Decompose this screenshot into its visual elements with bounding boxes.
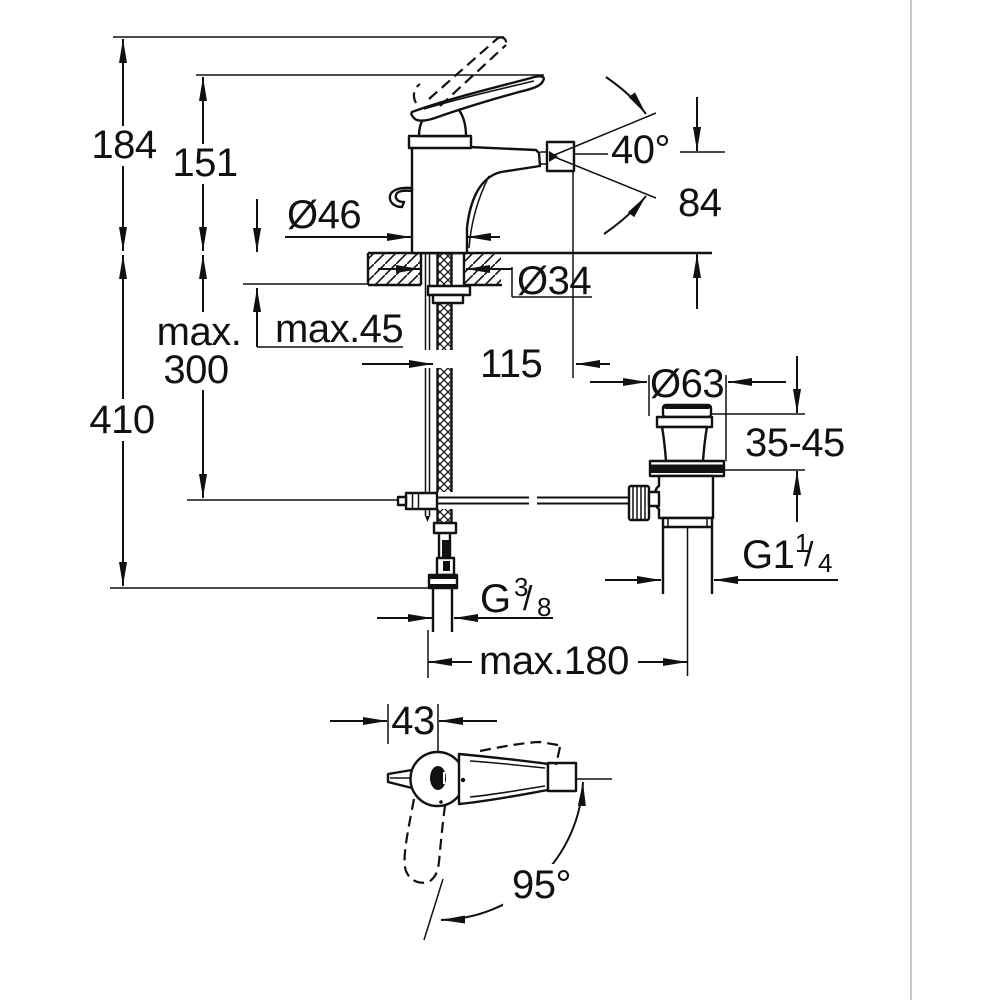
label-waste-flange-diameter: Ø63 bbox=[650, 362, 724, 406]
label-deck-thickness-max: max.45 bbox=[275, 307, 403, 351]
cap-ring bbox=[407, 134, 473, 150]
shank-escutcheon bbox=[426, 284, 472, 305]
faucet-front-view bbox=[388, 36, 576, 255]
waste-thread-denominator: 4 bbox=[818, 548, 832, 578]
lever-handle-closed bbox=[410, 75, 545, 122]
label-body-diameter: Ø46 bbox=[287, 193, 361, 237]
label-rod-depth-max-word: max. bbox=[157, 310, 242, 354]
faucet-top-view bbox=[330, 704, 612, 941]
label-supply-thread: G 3 / 8 bbox=[480, 572, 551, 622]
popup-waste-valve bbox=[627, 403, 726, 676]
waste-thread-prefix: G1 bbox=[742, 533, 794, 577]
faucet-body-and-spout bbox=[410, 145, 542, 255]
handle-back-hook bbox=[388, 186, 414, 209]
dimension-angle40 bbox=[551, 76, 657, 235]
dimension-35-45 bbox=[710, 356, 805, 522]
lever-knob-top bbox=[546, 761, 578, 793]
rod-clamp bbox=[396, 491, 439, 511]
flexible-supply-hose bbox=[432, 253, 458, 577]
horizontal-actuating-rod bbox=[437, 496, 629, 505]
dimension-labels: 184 151 Ø46 40° 84 Ø34 max.45 max. 300 4… bbox=[86, 123, 845, 907]
label-waste-thread: G1 1 / 4 bbox=[742, 528, 832, 578]
spout-stub-top bbox=[386, 768, 414, 790]
lever-handle-raised-dashed bbox=[412, 36, 508, 107]
label-rod-depth-value: 300 bbox=[163, 348, 228, 392]
supply-connector-nut bbox=[427, 573, 459, 632]
lever-top-dashed-alt bbox=[479, 740, 562, 766]
label-hole-diameter: Ø34 bbox=[517, 259, 591, 303]
supply-thread-numerator: 3 bbox=[514, 572, 528, 602]
label-hose-depth: 410 bbox=[89, 398, 154, 442]
label-spout-tip-height: 151 bbox=[172, 141, 237, 185]
label-waste-deck-range: 35-45 bbox=[745, 421, 845, 465]
supply-thread-prefix: G bbox=[480, 577, 511, 621]
waste-thread-numerator: 1 bbox=[795, 528, 809, 558]
waste-thread-slash: / bbox=[804, 536, 814, 574]
reference-lines bbox=[110, 36, 725, 589]
label-handle-swivel-angle: 95° bbox=[512, 863, 571, 907]
lever-swivel-dashed bbox=[403, 798, 447, 884]
pull-rod bbox=[424, 253, 431, 522]
supply-thread-slash: / bbox=[523, 580, 533, 618]
dimension-max45 bbox=[253, 199, 403, 348]
label-spout-reach: 115 bbox=[480, 342, 542, 386]
label-spout-outlet-height: 84 bbox=[678, 181, 722, 225]
label-handle-offset: 43 bbox=[391, 699, 435, 743]
label-spout-angle: 40° bbox=[611, 128, 670, 172]
supply-thread-denominator: 8 bbox=[537, 592, 551, 622]
label-waste-distance-max: max.180 bbox=[479, 639, 629, 683]
dimension-dia63 bbox=[590, 375, 786, 461]
aerator bbox=[545, 140, 576, 173]
label-overall-height: 184 bbox=[91, 123, 156, 167]
